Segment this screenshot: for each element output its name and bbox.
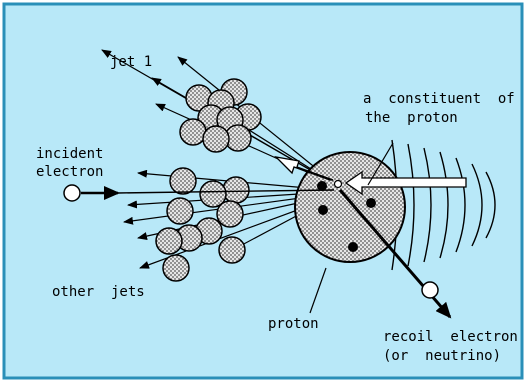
incident-label-line2: electron [36, 164, 103, 180]
constituent-quark [335, 181, 342, 188]
recoil-label-line1: recoil electron [383, 329, 518, 345]
recoil-label-line2: (or neutrino) [383, 348, 501, 364]
jet-1-label: jet 1 [110, 54, 152, 70]
incident-label-line1: incident [36, 146, 103, 162]
recoil-electron-dot [422, 282, 438, 298]
incident-electron-dot [64, 185, 80, 201]
other-jets-label: other jets [52, 284, 145, 300]
constituent-label-line1: a constituent of [363, 91, 515, 107]
constituent-label-line2: the proton [365, 110, 458, 126]
proton-label: proton [268, 316, 319, 332]
